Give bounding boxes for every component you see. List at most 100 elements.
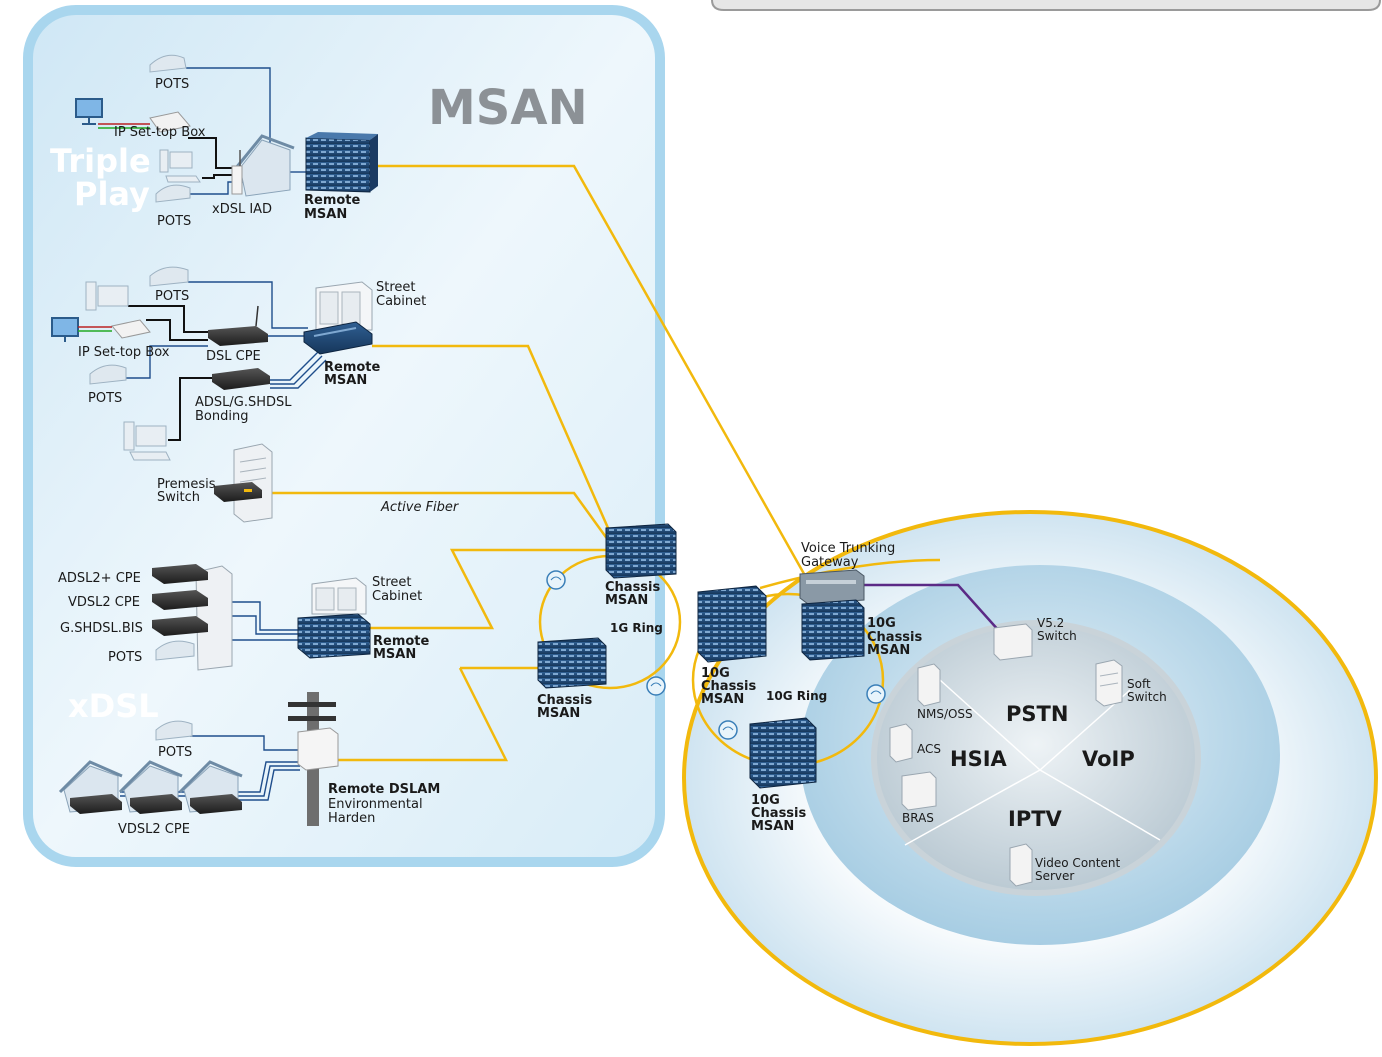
ring-link-icon: [718, 720, 738, 740]
house-icon: [178, 760, 243, 814]
house-icon: [58, 760, 123, 814]
phone-icon: [149, 266, 189, 287]
adsl2plus-cpe-icon: [152, 564, 208, 584]
pots-label: POTS: [88, 391, 122, 406]
triple-play-label-1: Triple: [50, 142, 151, 180]
ip-settop-label: IP Set-top Box: [114, 125, 206, 140]
cabinet-group-cables: [124, 281, 327, 441]
vdsl2-cpe-icon: [152, 590, 208, 610]
ring-link-icon: [546, 570, 566, 590]
street-cabinet-icon: [311, 577, 367, 615]
remote-msan-label: Remote: [373, 634, 430, 649]
phone-icon: [155, 720, 193, 741]
10g-chassis-msan-rack-icon: [749, 717, 817, 789]
vdsl2-cpe-label: VDSL2 CPE: [118, 822, 190, 837]
environmental-label: Environmental: [328, 797, 423, 812]
10g-chassis-msan-label: Chassis: [867, 630, 922, 645]
active-fiber-label: Active Fiber: [380, 500, 460, 515]
pots-label: POTS: [108, 650, 142, 665]
v52-switch-label: Switch: [1037, 629, 1077, 643]
phone-icon: [155, 640, 195, 661]
premises-switch-label: Premesis: [157, 477, 216, 492]
nms-server-icon: [917, 663, 941, 707]
dsl-cpe-label: DSL CPE: [206, 349, 261, 364]
service-core: [871, 620, 1201, 896]
acs-server-icon: [889, 723, 913, 763]
remote-dslam-label: Remote DSLAM: [328, 782, 440, 797]
settop-box-icon: [149, 111, 191, 133]
dsl-cpe-icon: [208, 305, 268, 346]
ring-link-icon: [646, 676, 666, 696]
ip-settop-label: IP Set-top Box: [78, 345, 170, 360]
chassis-msan-label: MSAN: [537, 706, 580, 721]
phone-icon: [149, 54, 187, 73]
street-cabinet-icon: [315, 281, 373, 331]
video-server-label: Video Content: [1035, 856, 1120, 870]
10g-chassis-msan-label: Chassis: [701, 679, 756, 694]
ring-10g-label: 10G Ring: [766, 689, 827, 703]
pots-label: POTS: [155, 289, 189, 304]
house-icon: [118, 760, 183, 814]
ring-link-icon: [866, 684, 886, 704]
10g-chassis-msan-rack-icon: [801, 599, 865, 661]
bonding-cpe-icon: [212, 368, 270, 390]
top-callout-box: [711, 0, 1381, 11]
triple-play-label-2: Play: [74, 175, 150, 213]
settop-box-icon: [78, 319, 151, 339]
pc-icon: [85, 281, 129, 311]
street-cabinet-label: Street: [372, 575, 412, 590]
pc-icon: [159, 149, 201, 183]
bonding-label: Bonding: [195, 409, 248, 424]
building-backdrop: [195, 565, 233, 671]
vdsl2-cpe-label: VDSL2 CPE: [68, 595, 140, 610]
v52-switch-label: V5.2: [1037, 616, 1064, 630]
hsia-label: HSIA: [950, 747, 1008, 771]
chassis-msan-label: Chassis: [537, 693, 592, 708]
voip-label: VoIP: [1082, 747, 1135, 771]
remote-msan-label: MSAN: [324, 373, 367, 388]
gshdsl-label: G.SHDSL.BIS: [60, 621, 143, 636]
pstn-label: PSTN: [1006, 702, 1068, 726]
soft-switch-label: Switch: [1127, 690, 1167, 704]
10g-chassis-msan-label: MSAN: [701, 692, 744, 707]
remote-msan-rack-icon: [297, 613, 371, 659]
soft-switch-icon: [1095, 659, 1123, 707]
bonding-label: ADSL/G.SHDSL: [195, 395, 292, 410]
phone-icon: [89, 364, 127, 385]
pc-icon: [123, 421, 171, 461]
10g-chassis-msan-label: MSAN: [751, 819, 794, 834]
panel-title: MSAN: [428, 80, 588, 136]
xdsl-label: xDSL: [68, 687, 159, 725]
street-cabinet-label: Cabinet: [372, 589, 422, 604]
remote-msan-label: MSAN: [304, 207, 347, 222]
video-server-label: Server: [1035, 869, 1074, 883]
adsl2plus-cpe-label: ADSL2+ CPE: [58, 571, 141, 586]
10g-chassis-msan-label: MSAN: [867, 643, 910, 658]
xdsl-iad-label: xDSL IAD: [212, 202, 272, 217]
10g-chassis-msan-label: 10G: [867, 616, 896, 631]
pots-label: POTS: [158, 745, 192, 760]
bras-icon: [901, 771, 937, 811]
ring-1g-label: 1G Ring: [610, 621, 663, 635]
10g-chassis-msan-label: 10G: [701, 666, 730, 681]
10g-chassis-msan-label: Chassis: [751, 806, 806, 821]
chassis-msan-label: Chassis: [605, 580, 660, 595]
remote-msan-label: MSAN: [373, 647, 416, 662]
voice-trunking-gateway-icon: [799, 569, 865, 605]
chassis-msan-rack-icon: [605, 523, 677, 579]
utility-pole-icon: [288, 692, 339, 826]
premises-building-icon: [214, 443, 273, 523]
chassis-msan-rack-icon: [537, 637, 607, 689]
bras-label: BRAS: [902, 811, 934, 825]
gshdsl-cpe-icon: [152, 616, 208, 636]
acs-label: ACS: [917, 742, 941, 756]
remote-msan-label: Remote: [304, 193, 361, 208]
pots-label: POTS: [155, 77, 189, 92]
nms-oss-label: NMS/OSS: [917, 707, 973, 721]
10g-chassis-msan-label: 10G: [751, 793, 780, 808]
pots-label: POTS: [157, 214, 191, 229]
voice-trunking-label: Voice Trunking: [801, 541, 895, 556]
harden-label: Harden: [328, 811, 375, 826]
purple-link: [862, 583, 1001, 633]
